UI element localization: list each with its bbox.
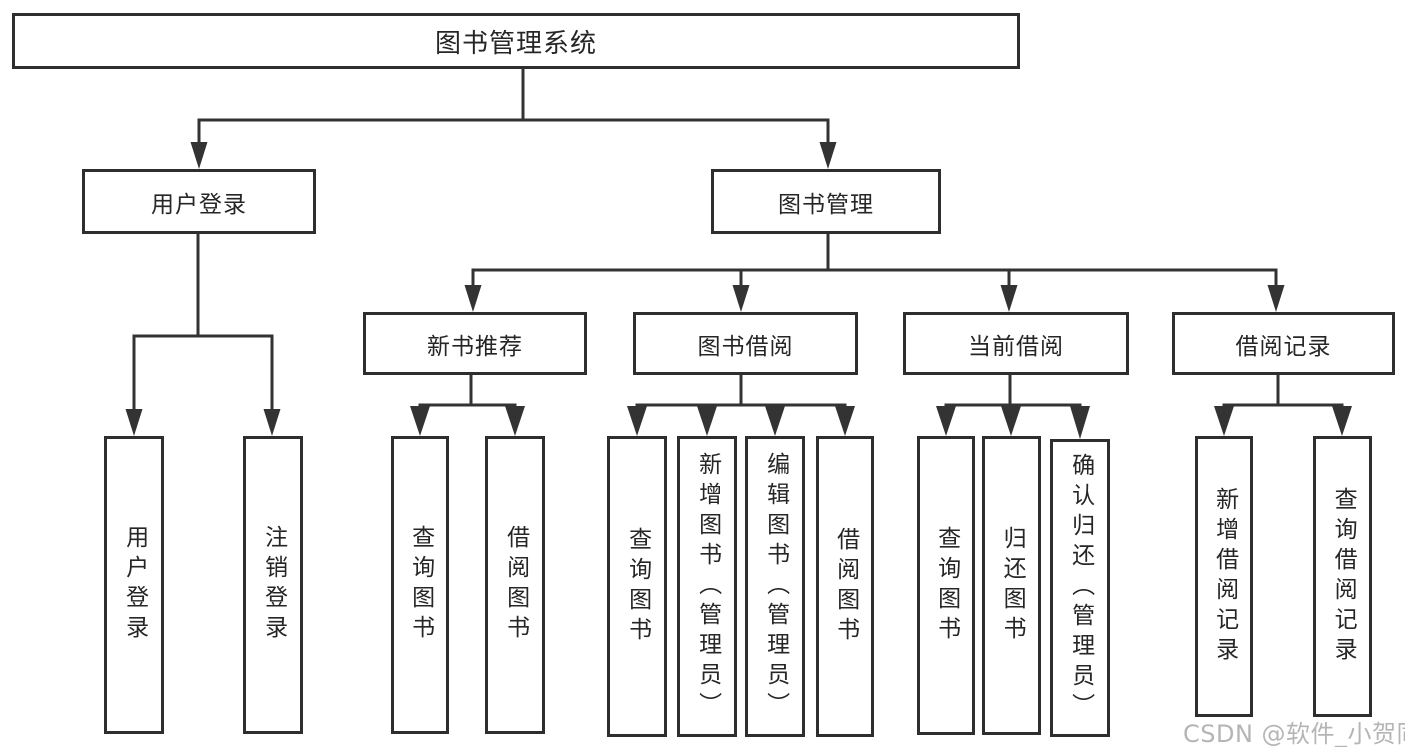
arrow-icon (190, 142, 208, 169)
arrow-icon (1070, 406, 1090, 439)
leaf-current-return-books: 归还图书 (982, 436, 1041, 735)
node-label: 图书管理系统 (434, 28, 597, 59)
arrow-icon (732, 285, 750, 312)
arrow-icon (1332, 406, 1352, 436)
arrow-icon (1000, 285, 1018, 312)
leaf-records-add-record: 新增借阅记录 (1195, 436, 1253, 717)
leaf-borrowing-edit-books-admin: 编辑图书（管理员） (745, 436, 805, 737)
arrow-icon (835, 406, 855, 436)
leaf-label: 借阅图书 (832, 526, 859, 647)
node-new-book-recommend: 新书推荐 (363, 312, 587, 375)
arrow-icon (819, 142, 837, 169)
leaf-recommend-borrow-books: 借阅图书 (485, 436, 545, 734)
node-library-management-system: 图书管理系统 (12, 13, 1020, 69)
leaf-label: 查询图书 (933, 525, 960, 646)
arrow-icon (464, 285, 482, 312)
leaf-recommend-query-books: 查询图书 (391, 436, 449, 734)
node-label: 借阅记录 (1235, 333, 1332, 360)
node-label: 新书推荐 (427, 333, 523, 360)
leaf-label: 借阅图书 (502, 525, 529, 645)
arrow-icon (1001, 406, 1021, 436)
node-borrowing-records: 借阅记录 (1172, 312, 1395, 375)
leaf-label: 编辑图书（管理员） (762, 451, 789, 722)
arrowheads (125, 142, 1352, 439)
arrow-icon (697, 406, 717, 436)
leaf-label: 新增图书（管理员） (694, 451, 721, 722)
node-label: 图书管理 (778, 191, 874, 218)
leaf-label: 确认归还（管理员） (1067, 453, 1094, 723)
leaf-label: 查询图书 (624, 526, 651, 647)
leaf-borrowing-add-books-admin: 新增图书（管理员） (677, 436, 737, 737)
leaf-label: 查询图书 (407, 525, 434, 645)
leaf-records-query-record: 查询借阅记录 (1313, 436, 1372, 717)
node-current-borrowing: 当前借阅 (903, 312, 1129, 375)
node-label: 当前借阅 (968, 333, 1064, 360)
leaf-user-login: 用户登录 (104, 436, 164, 734)
leaf-label: 查询借阅记录 (1330, 486, 1357, 667)
leaf-label: 注销登录 (260, 525, 287, 645)
leaf-label: 新增借阅记录 (1211, 486, 1238, 667)
arrow-icon (125, 409, 143, 436)
arrow-icon (765, 406, 785, 436)
leaf-label: 归还图书 (999, 525, 1026, 646)
node-label: 用户登录 (151, 191, 247, 218)
arrow-icon (1267, 285, 1285, 312)
arrow-icon (505, 406, 525, 436)
node-user-login-group: 用户登录 (82, 169, 316, 234)
leaf-borrowing-query-books: 查询图书 (607, 436, 667, 737)
leaf-borrowing-borrow-books: 借阅图书 (816, 436, 874, 737)
arrow-icon (627, 406, 647, 436)
node-book-management: 图书管理 (711, 169, 941, 234)
arrow-icon (263, 409, 281, 436)
arrow-icon (936, 406, 956, 436)
arrow-icon (410, 406, 430, 436)
csdn-watermark: CSDN @软件_小贺同学 (1183, 720, 1405, 747)
leaf-logout-login: 注销登录 (243, 436, 303, 734)
node-book-borrowing: 图书借阅 (633, 312, 858, 375)
leaf-current-query-books: 查询图书 (917, 436, 975, 735)
node-label: 图书借阅 (697, 333, 794, 360)
leaf-label: 用户登录 (121, 525, 148, 645)
arrow-icon (1214, 406, 1234, 436)
leaf-current-confirm-return-admin: 确认归还（管理员） (1050, 439, 1110, 737)
